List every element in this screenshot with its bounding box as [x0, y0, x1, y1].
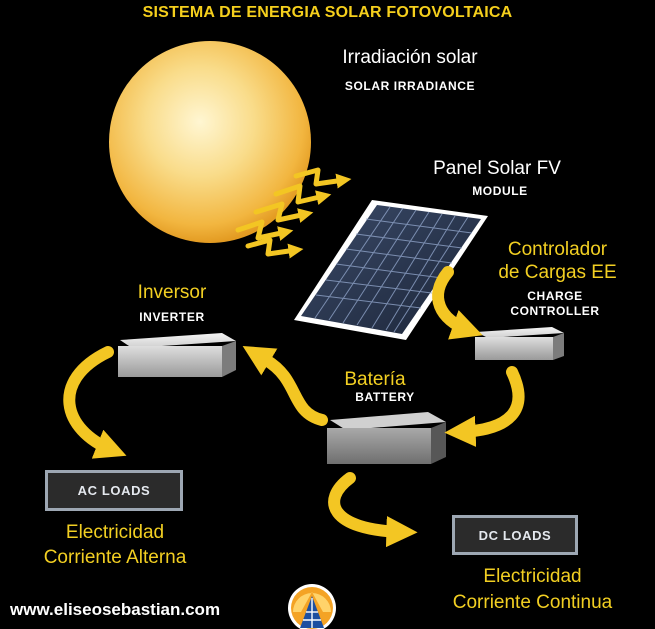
- ac-current-label: Corriente Alterna: [43, 547, 187, 568]
- dc-loads-box: DC LOADS: [452, 515, 578, 555]
- flow-arrows: [63, 266, 525, 548]
- ac-loads-label: AC LOADS: [77, 483, 151, 498]
- dc-electricity-label: Electricidad: [483, 566, 582, 587]
- controller-label-es-line2: de Cargas EE: [498, 262, 617, 283]
- inverter-box: [118, 333, 236, 377]
- controller-label-en-line1: CHARGE: [527, 289, 583, 303]
- ac-electricity-label: Electricidad: [65, 522, 165, 543]
- charge-controller-box: [475, 327, 564, 360]
- ac-loads-box: AC LOADS: [45, 470, 183, 511]
- solar-panel: [294, 200, 488, 340]
- website-link[interactable]: www.eliseosebastian.com: [10, 600, 221, 619]
- controller-label-es-line1: Controlador: [507, 239, 608, 260]
- module-label-es: Panel Solar FV: [433, 158, 561, 179]
- battery-label-en: BATTERY: [355, 390, 415, 404]
- sun: [109, 41, 311, 243]
- inverter-label-en: INVERTER: [139, 310, 205, 324]
- diagram-title: SISTEMA DE ENERGIA SOLAR FOTOVOLTAICA: [142, 4, 513, 21]
- module-label-en: MODULE: [472, 184, 528, 198]
- irradiance-arrows: [235, 167, 352, 259]
- dc-loads-label: DC LOADS: [478, 527, 552, 543]
- battery-box: [327, 412, 446, 464]
- battery-label-es: Batería: [344, 369, 406, 390]
- solar-irradiance-label-en: SOLAR IRRADIANCE: [344, 79, 476, 93]
- inverter-label-es: Inversor: [137, 282, 207, 303]
- solar-irradiance-label-es: Irradiación solar: [342, 47, 478, 68]
- dc-current-label: Corriente Continua: [452, 592, 613, 613]
- logo-icon: [288, 584, 336, 629]
- controller-label-en-line2: CONTROLLER: [510, 304, 600, 318]
